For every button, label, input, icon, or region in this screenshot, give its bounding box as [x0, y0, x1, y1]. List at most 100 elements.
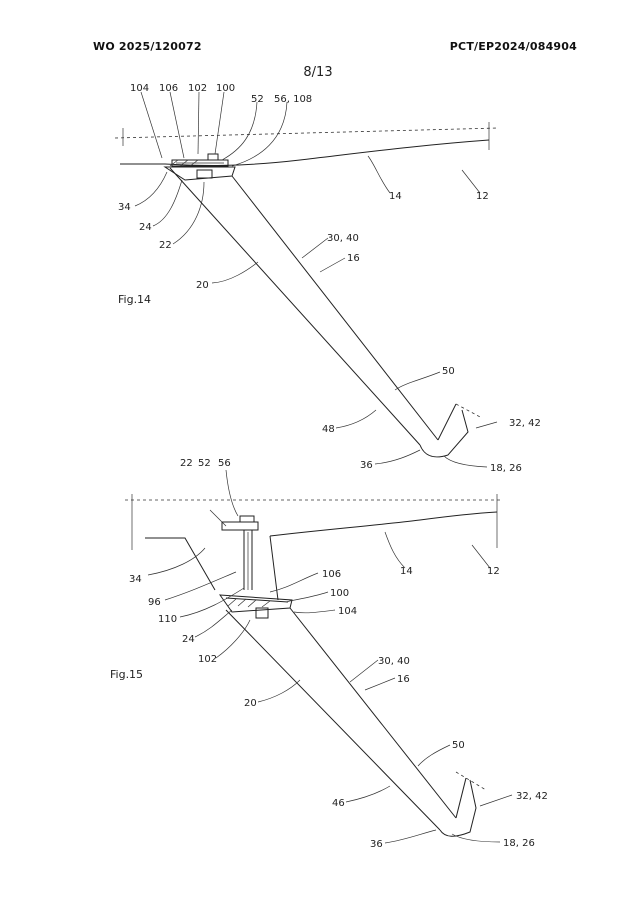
- fig14-leader-100: [214, 91, 225, 155]
- fig14-caption: Fig.14: [118, 293, 151, 306]
- fig15-label-20: 20: [244, 698, 257, 709]
- fig14-leader-48: [335, 409, 377, 429]
- fig15-label-46: 46: [332, 798, 345, 809]
- fig15-label-16: 16: [397, 674, 410, 685]
- fig14-leader-18-26: [443, 455, 488, 468]
- fig14-hatch: [169, 159, 199, 167]
- fig15-strut-left-edge: [225, 609, 441, 831]
- fig15-label-18-26: 18, 26: [503, 838, 535, 849]
- fig14-leader-32-42: [475, 421, 498, 429]
- fig15-leader-18-26: [451, 833, 501, 843]
- fig14-leader-12: [461, 169, 481, 194]
- fig14-label-16: 16: [347, 253, 360, 264]
- fig14-label-12: 12: [476, 191, 489, 202]
- fig14-leader-106: [169, 91, 185, 159]
- figure-14: 104 106 102 100 52 56, 108 34 24 22 14 1…: [114, 83, 541, 474]
- fig14-strut-right-edge: [231, 175, 439, 441]
- fig14-strut-left-edge: [169, 167, 421, 446]
- fig14-leader-22: [172, 181, 205, 245]
- fig14-leader-52: [221, 101, 258, 161]
- fig14-leader-16: [319, 257, 346, 273]
- fig15-surface-left: [145, 537, 216, 591]
- fig15-caption: Fig.15: [110, 668, 143, 681]
- fig15-leader-106: [269, 572, 319, 593]
- fig15-label-110: 110: [158, 614, 177, 625]
- fig15-leader-32-42: [479, 794, 513, 807]
- fig15-leader-34: [147, 547, 206, 576]
- fig15-hatch: [227, 598, 271, 608]
- fig15-label-102: 102: [198, 654, 217, 665]
- fig14-bolt-head: [207, 153, 219, 161]
- fig15-leader-46: [345, 785, 391, 803]
- fig14-label-30-40: 30, 40: [327, 233, 359, 244]
- fig15-vertical-shaft: [243, 530, 253, 590]
- fig14-tip-edge: [437, 403, 457, 441]
- fig14-label-104: 104: [130, 83, 149, 94]
- fig15-leader-110: [179, 587, 245, 618]
- fig14-label-32-42: 32, 42: [509, 418, 541, 429]
- fig15-label-100: 100: [330, 588, 349, 599]
- fig14-label-36: 36: [360, 460, 373, 471]
- fig15-label-104: 104: [338, 606, 357, 617]
- fig14-label-14: 14: [389, 191, 402, 202]
- fig15-surface-line: [269, 511, 498, 537]
- figure-15: 22 52 56 34 96 110 24 102 106 100 104 14…: [110, 458, 548, 850]
- fig14-leader-102: [197, 91, 200, 155]
- fig14-leader-50: [394, 371, 441, 391]
- fig14-leader-14: [367, 155, 391, 194]
- fig15-label-32-42: 32, 42: [516, 791, 548, 802]
- fig14-tip-dash: [455, 403, 483, 419]
- fig15-leader-56: [225, 469, 239, 517]
- fig14-leader-104: [140, 91, 163, 159]
- fig15-leader-36: [384, 829, 437, 844]
- fig15-leader-104: [293, 609, 336, 614]
- fig15-bolt-head: [239, 515, 255, 523]
- fig15-label-52: 52: [198, 458, 211, 469]
- fig14-tip-outline: [419, 409, 469, 458]
- fig15-plate-line: [225, 597, 289, 603]
- fig14-label-106: 106: [159, 83, 178, 94]
- fig15-tip-outline: [439, 779, 477, 837]
- fig15-leader-20: [257, 679, 301, 703]
- fig14-surface-line: [120, 139, 490, 166]
- fig15-leader-16: [364, 677, 396, 691]
- fig15-tip-dash: [455, 771, 487, 791]
- fig15-surface-drop: [269, 535, 279, 601]
- fig14-label-24: 24: [139, 222, 152, 233]
- fig15-label-30-40: 30, 40: [378, 656, 410, 667]
- fig14-label-56-108: 56, 108: [274, 94, 312, 105]
- fig15-label-50: 50: [452, 740, 465, 751]
- fig15-leader-24: [194, 609, 233, 638]
- publication-number: WO 2025/120072: [93, 40, 202, 53]
- fig15-leader-100: [285, 591, 329, 603]
- fig14-label-100: 100: [216, 83, 235, 94]
- fig15-leader-50: [417, 744, 451, 767]
- sheet-number: 8/13: [303, 65, 333, 80]
- fig15-label-12: 12: [487, 566, 500, 577]
- application-number: PCT/EP2024/084904: [449, 40, 577, 53]
- fig15-leader-12: [471, 544, 491, 569]
- fig14-leader-56-108: [231, 101, 288, 167]
- fig14-label-20: 20: [196, 280, 209, 291]
- fig15-label-34: 34: [129, 574, 142, 585]
- fig14-label-22: 22: [159, 240, 172, 251]
- fig15-leader-102: [215, 619, 251, 659]
- fig15-label-14: 14: [400, 566, 413, 577]
- fig15-leader-14: [384, 531, 406, 569]
- fig15-label-22: 22: [180, 458, 193, 469]
- fig14-label-34: 34: [118, 202, 131, 213]
- fig15-label-96: 96: [148, 597, 161, 608]
- fig14-leader-30-40: [301, 237, 329, 259]
- fig14-label-18-26: 18, 26: [490, 463, 522, 474]
- fig14-leader-20: [211, 261, 259, 284]
- fig15-bolt-block: [255, 607, 269, 619]
- fig14-bolt-block: [196, 169, 213, 179]
- fig15-label-56: 56: [218, 458, 231, 469]
- fig14-label-102: 102: [188, 83, 207, 94]
- fig14-leader-24: [152, 179, 183, 227]
- fig15-label-36: 36: [370, 839, 383, 850]
- fig15-bracket-top: [221, 521, 259, 531]
- fig15-label-106: 106: [322, 569, 341, 580]
- fig14-leader-36: [374, 449, 421, 465]
